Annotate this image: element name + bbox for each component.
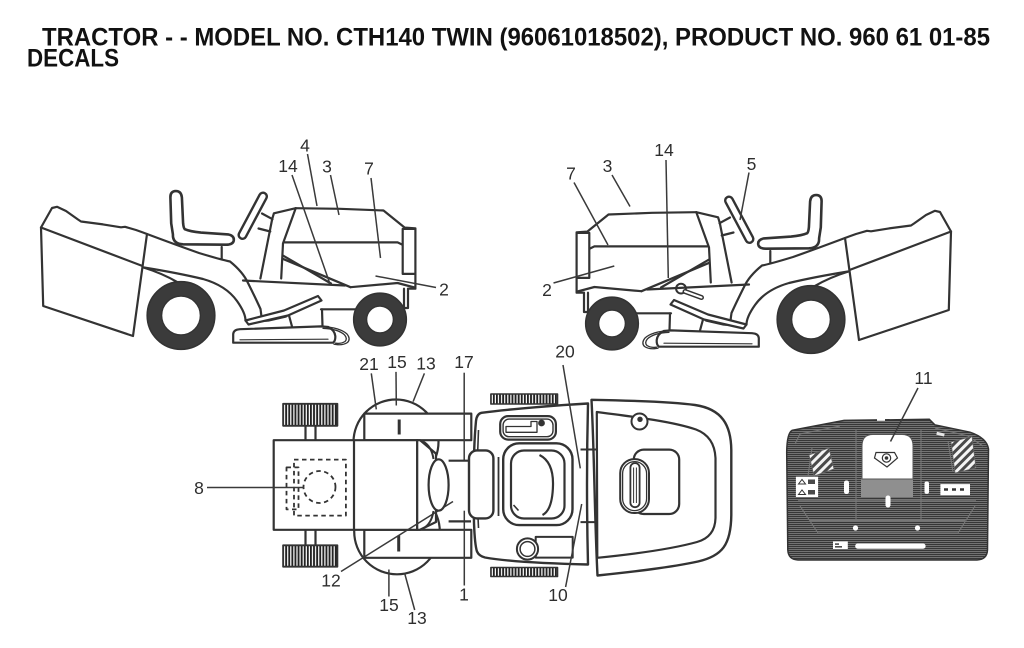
svg-text:13: 13 bbox=[407, 608, 426, 628]
svg-text:5: 5 bbox=[747, 154, 757, 174]
svg-text:7: 7 bbox=[566, 164, 576, 184]
svg-text:TRACTOR - - MODEL NO. CTH140 T: TRACTOR - - MODEL NO. CTH140 TWIN (96061… bbox=[42, 24, 990, 52]
svg-text:14: 14 bbox=[654, 140, 674, 160]
svg-text:21: 21 bbox=[359, 354, 378, 374]
svg-text:3: 3 bbox=[603, 156, 613, 176]
svg-text:2: 2 bbox=[542, 280, 552, 300]
svg-text:17: 17 bbox=[454, 352, 473, 372]
svg-text:13: 13 bbox=[416, 354, 435, 374]
svg-text:2: 2 bbox=[439, 280, 449, 300]
svg-text:3: 3 bbox=[322, 157, 332, 177]
svg-text:4: 4 bbox=[300, 136, 310, 156]
svg-text:12: 12 bbox=[321, 571, 340, 591]
svg-text:20: 20 bbox=[555, 342, 575, 362]
svg-text:15: 15 bbox=[379, 595, 398, 615]
svg-text:10: 10 bbox=[548, 585, 568, 605]
svg-text:15: 15 bbox=[387, 352, 406, 372]
svg-text:DECALS: DECALS bbox=[27, 45, 119, 73]
svg-text:1: 1 bbox=[459, 585, 469, 605]
svg-text:7: 7 bbox=[364, 159, 374, 179]
svg-text:8: 8 bbox=[194, 478, 204, 498]
svg-text:14: 14 bbox=[278, 156, 298, 176]
svg-text:11: 11 bbox=[914, 368, 932, 388]
